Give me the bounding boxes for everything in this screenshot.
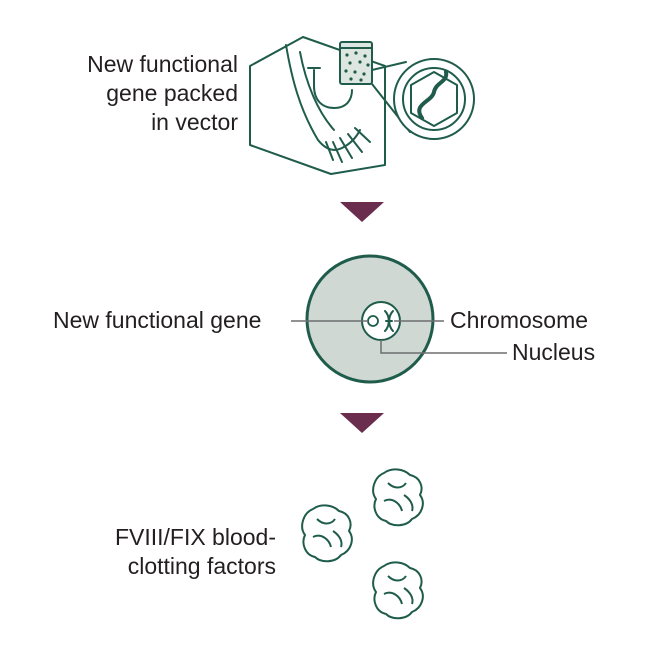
iv-tube	[313, 69, 353, 109]
protein-icon	[372, 468, 424, 527]
vector-label: New functional gene packed in vector	[87, 50, 238, 137]
hand-icon	[325, 127, 371, 163]
cell-illustration	[291, 254, 507, 384]
clotting-factors-illustration	[301, 468, 424, 620]
down-arrow-2	[340, 413, 384, 433]
iv-bag-particles	[344, 51, 370, 82]
vector-capsid-icon	[410, 71, 458, 127]
down-arrow-1	[340, 202, 384, 222]
gene-strand-icon	[417, 70, 449, 120]
chromosome-icon	[384, 310, 394, 332]
infusion-illustration	[249, 36, 475, 175]
vector-zoom-circle	[393, 58, 475, 140]
protein-icon	[372, 561, 424, 620]
nucleus-label: Nucleus	[512, 339, 596, 365]
chromosome-label: Chromosome	[450, 307, 589, 333]
clotting-factors-label-line: FVIII/FIX blood-	[114, 524, 276, 550]
protein-icon	[301, 504, 353, 563]
clotting-factors-label: FVIII/FIX blood- clotting factors	[115, 523, 276, 581]
vector-label-line: gene packed	[106, 80, 238, 106]
nucleus-leader	[380, 340, 507, 354]
new-functional-gene-label: New functional gene	[53, 307, 262, 333]
arm-icon	[285, 44, 361, 151]
vector-label-line: in vector	[151, 109, 238, 135]
clotting-factors-label-line: clotting factors	[127, 553, 276, 579]
vector-label-line: New functional	[87, 51, 238, 77]
